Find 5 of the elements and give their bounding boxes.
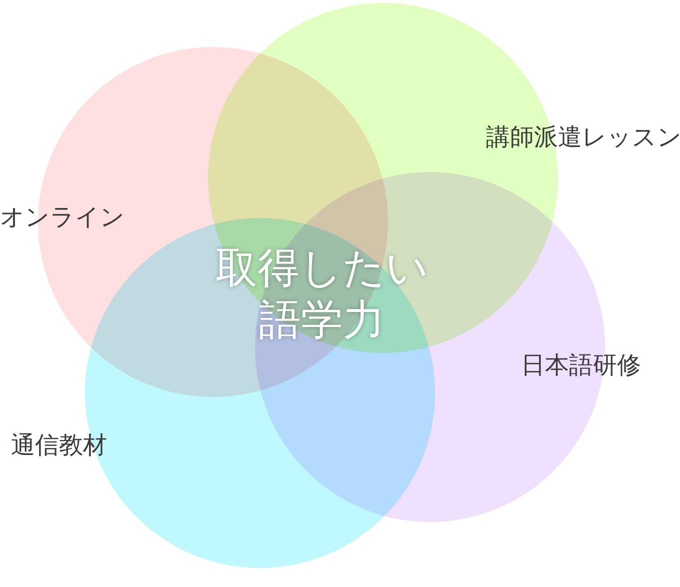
circle-label: オンライン bbox=[0, 203, 125, 231]
circle-label: 通信教材 bbox=[11, 431, 107, 459]
center-label: 取得したい語学力 bbox=[214, 242, 430, 346]
circle-label: 日本語研修 bbox=[521, 351, 641, 379]
circle-label: 講師派遣レッスン bbox=[486, 123, 680, 151]
